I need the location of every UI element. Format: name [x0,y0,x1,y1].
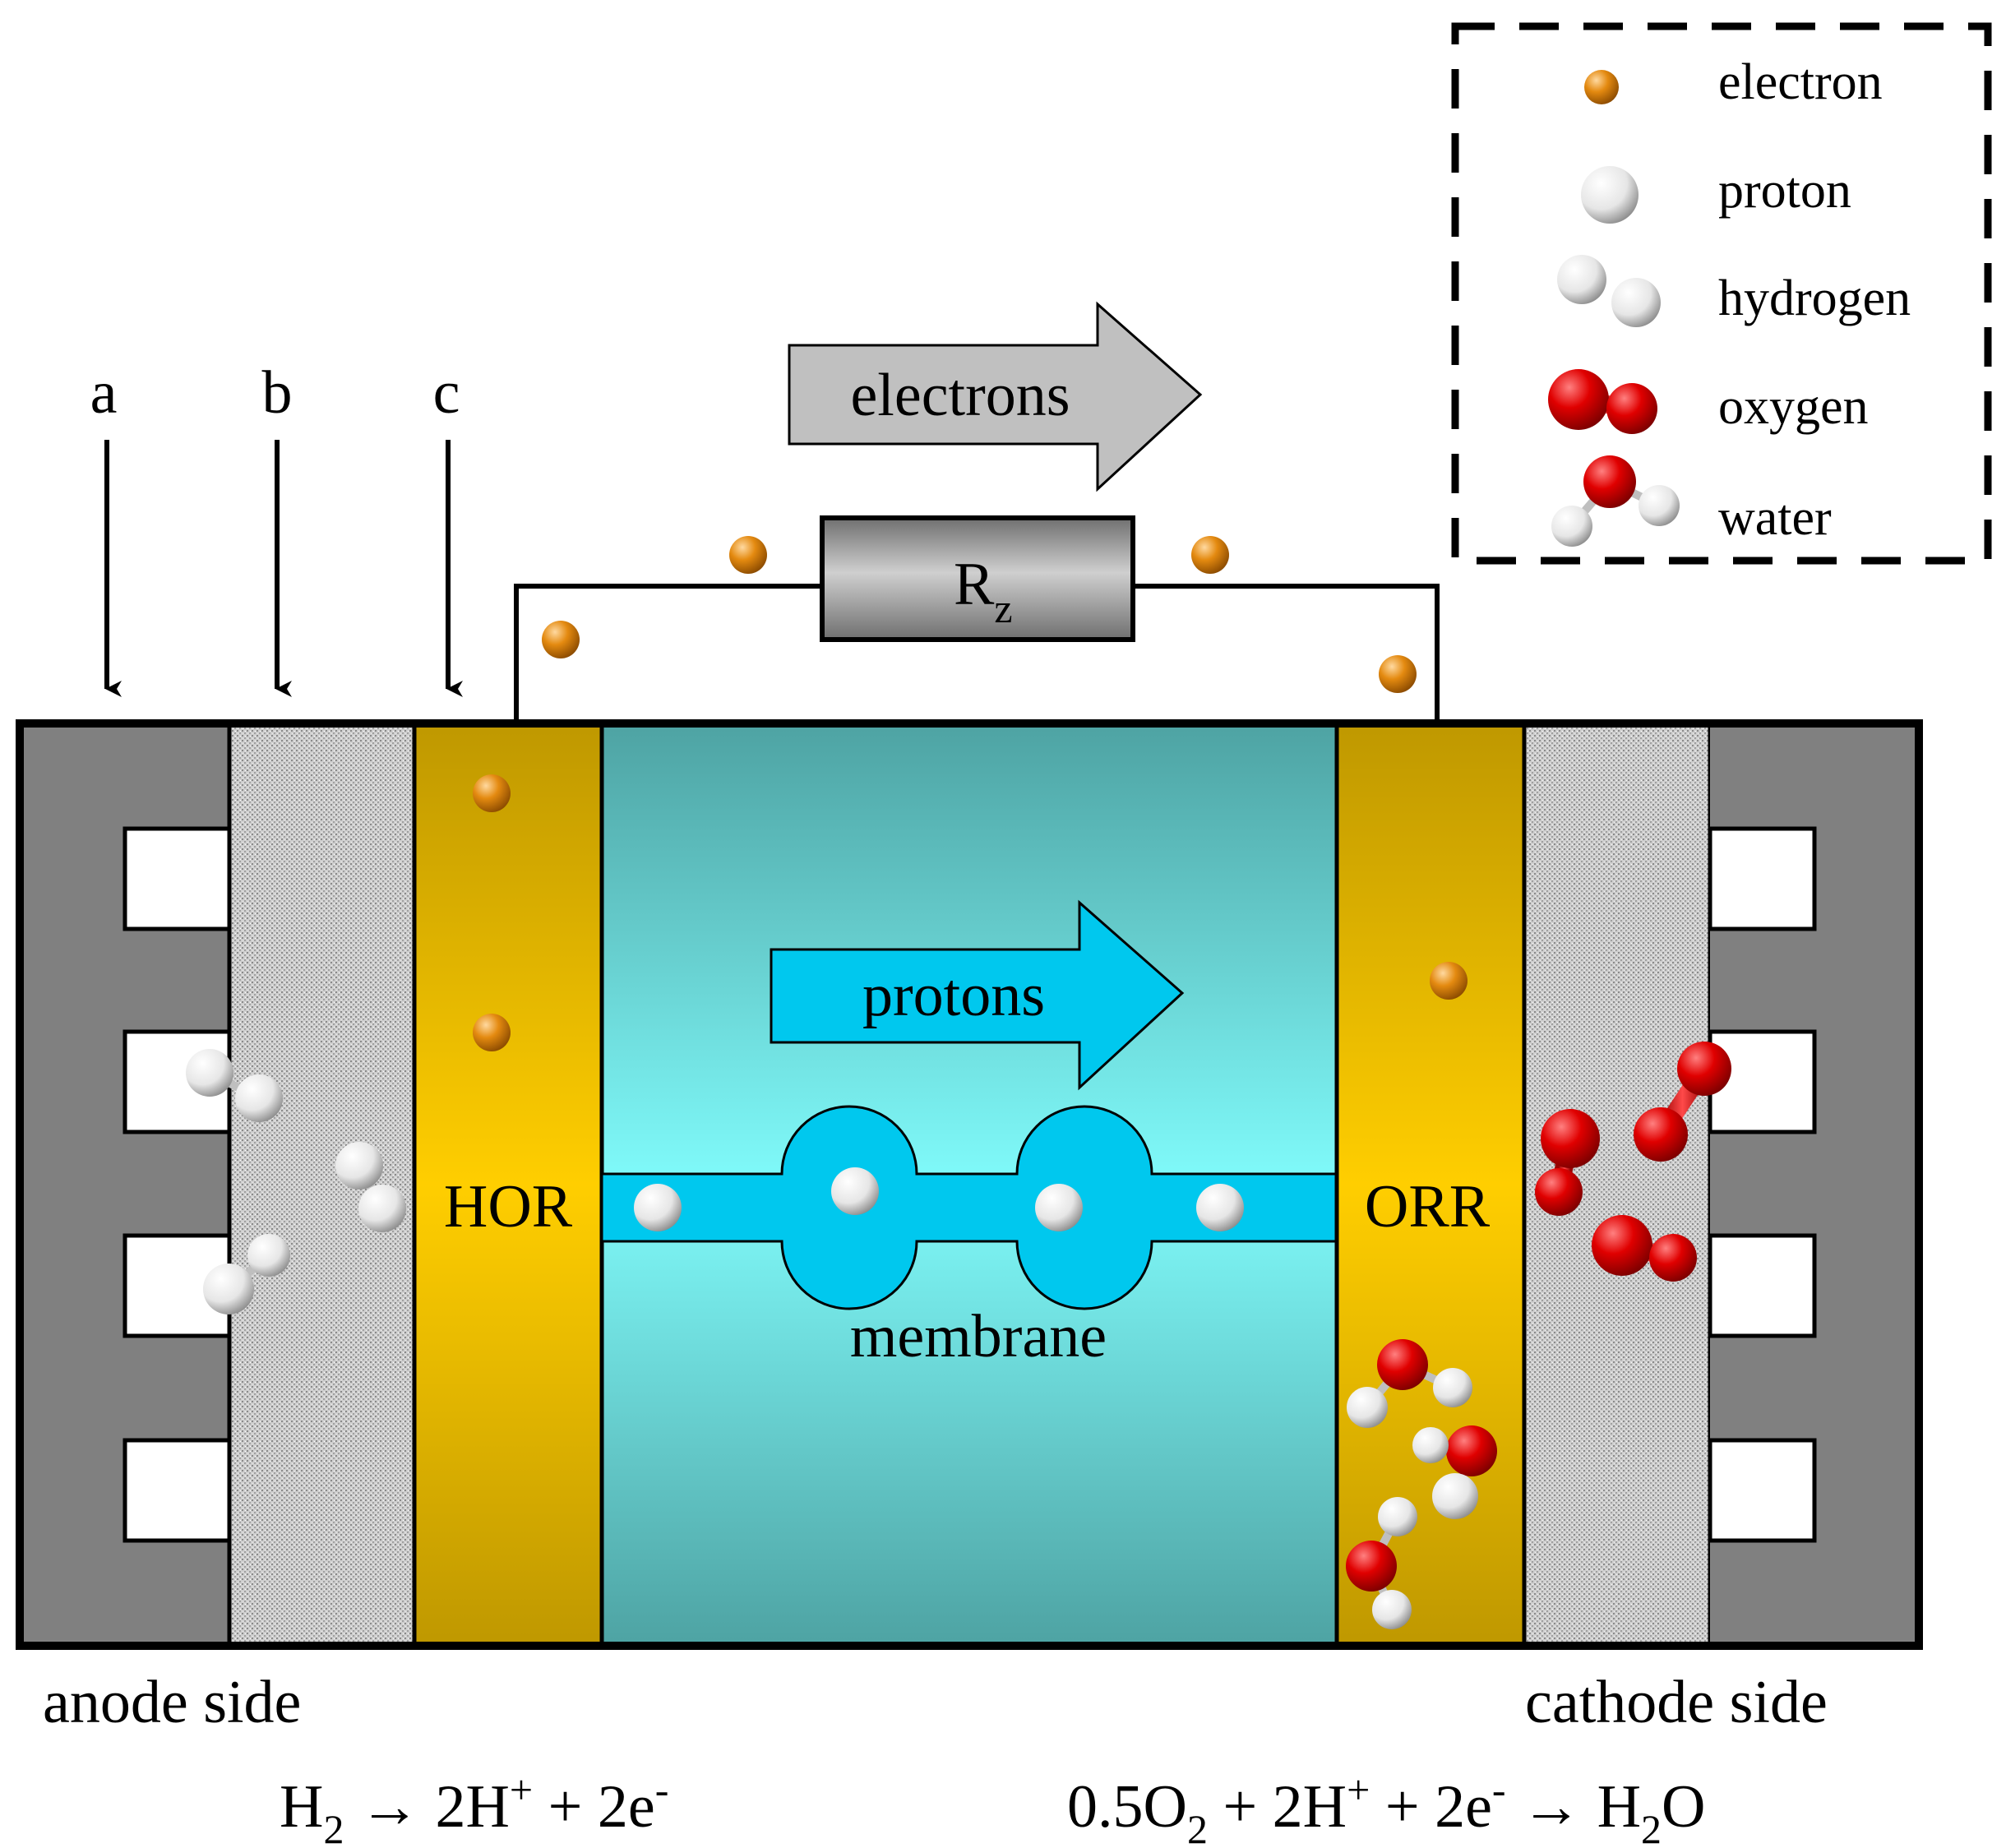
legend-proton-icon [1581,166,1639,224]
layer-label-a: a [90,359,118,427]
circuit-electron [542,621,580,658]
legend-box [1451,22,1992,565]
protons-arrow-label: protons [862,962,1045,1029]
anode-gas-diffusion-layer [227,721,417,1648]
legend-hydrogen-icon [1557,255,1661,327]
membrane-proton [1035,1184,1083,1231]
cathode-reaction-equation: 0.5O2 + 2H+ + 2e- → H2O [1067,1767,1705,1848]
layer-label-b: b [262,359,293,427]
membrane-proton [634,1184,682,1231]
protons-flow-arrow: protons [770,899,1185,1091]
cathode-flow-channel [1708,826,1817,931]
legend-hydrogen-label: hydrogen [1718,270,1911,326]
electrons-arrow-label: electrons [850,362,1070,429]
anode-flow-channel [122,1438,232,1543]
electrons-flow-arrow: electrons [788,301,1203,492]
water-molecules [1346,1339,1497,1629]
oxygen-molecules [1535,1042,1731,1282]
cathode-catalyst-label: ORR [1365,1173,1491,1240]
legend-oxygen-icon [1548,369,1657,434]
anode-side-label: anode side [43,1669,301,1736]
legend-water-label: water [1718,490,1832,546]
resistor [820,515,1135,642]
legend-electron-icon [1584,70,1619,104]
oxygen-molecule [1535,1109,1600,1216]
oxygen-molecule [1634,1042,1731,1162]
cathode-flow-channel [1708,1438,1817,1543]
circuit-electron [1191,536,1229,574]
cathode-side-label: cathode side [1525,1669,1828,1736]
anode-reaction-equation: H2 → 2H+ + 2e- [280,1767,668,1848]
membrane-label: membrane [850,1303,1107,1370]
legend-oxygen-label: oxygen [1718,379,1869,435]
layer-markers: a b c [90,359,463,697]
legend-water-icon [1551,455,1680,547]
cathode-flow-channel [1708,1233,1817,1338]
hydrogen-molecule [203,1234,290,1314]
oxygen-molecule [1592,1215,1697,1282]
anode-catalyst-electron [473,774,511,812]
anode-flow-channel [122,826,232,931]
hydrogen-molecule [186,1049,283,1122]
water-molecule [1412,1425,1497,1519]
anode-catalyst-label: HOR [444,1173,573,1240]
resistor-subscript: z [994,585,1012,631]
water-molecule [1346,1497,1417,1629]
anode-flow-channel [122,1233,232,1338]
circuit-wire [514,584,822,721]
membrane-proton [831,1167,879,1215]
membrane-proton [1196,1184,1244,1231]
cathode-catalyst-electron [1430,962,1468,1000]
legend-electron-label: electron [1718,54,1883,110]
legend: electron proton hydrogen oxygen water [1451,22,1992,565]
hydrogen-molecule [335,1142,406,1232]
cell-border [16,719,1923,1650]
water-molecule [1347,1339,1472,1428]
legend-proton-label: proton [1718,163,1851,219]
external-circuit: Rz [514,515,1440,721]
layer-label-c: c [433,359,460,427]
circuit-electron [729,536,767,574]
resistor-label: Rz [954,551,1013,631]
anode-catalyst-electron [473,1014,511,1051]
cathode-catalyst-layer [1334,721,1527,1648]
hydrogen-molecules [186,1049,406,1314]
circuit-electron [1379,655,1417,693]
fuel-cell: HOR protons membrane ORR [16,719,1923,1650]
circuit-wire-right [1133,584,1440,721]
